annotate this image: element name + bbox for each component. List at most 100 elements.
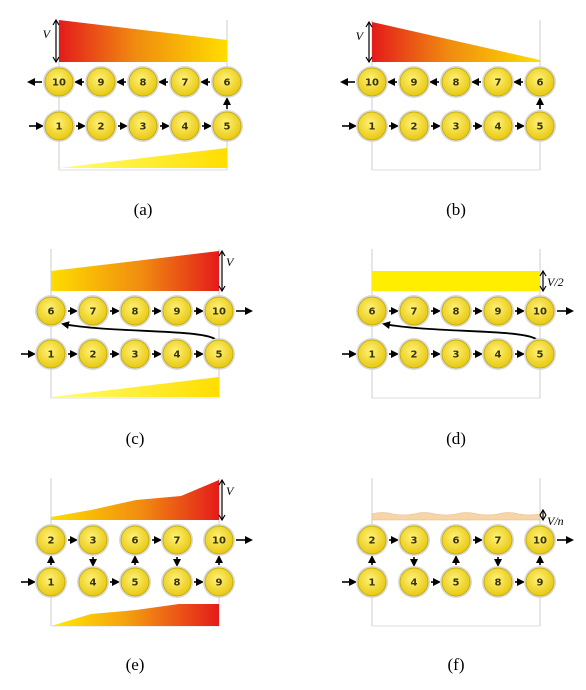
return-arrow [61, 321, 216, 340]
flow-arrows [21, 536, 253, 586]
node-disc [36, 567, 66, 597]
node-disc [357, 339, 387, 369]
v-marker-head-top [52, 18, 60, 26]
node-disc [357, 525, 387, 555]
node-6: 6 [211, 66, 243, 98]
node-disc [483, 67, 513, 97]
panel-label: (d) [446, 429, 466, 448]
v-marker [539, 269, 547, 293]
flow-arrows [27, 78, 231, 130]
node-disc [36, 525, 66, 555]
node-disc [86, 111, 116, 141]
node-disc [525, 567, 555, 597]
node-disc [162, 525, 192, 555]
node-label: 5 [537, 122, 544, 133]
node-10: 10 [43, 66, 75, 98]
node-disc [525, 339, 555, 369]
v-marker-head-bottom [218, 285, 226, 293]
top-voltage-profile [372, 22, 540, 62]
panel-label: (e) [126, 655, 145, 674]
node-disc [441, 67, 471, 97]
node-2: 2 [35, 524, 67, 556]
flow-arrows [342, 536, 574, 586]
node-label: 2 [369, 536, 376, 547]
node-disc [441, 296, 471, 326]
node-label: 9 [411, 78, 418, 89]
node-4: 4 [482, 338, 514, 370]
node-label: 6 [48, 307, 55, 318]
node-6: 6 [440, 524, 472, 556]
top-voltage-profile [51, 251, 219, 291]
node-label: 10 [533, 536, 547, 547]
node-label: 5 [132, 578, 139, 589]
v-marker-head-top [218, 478, 226, 486]
node-disc [357, 111, 387, 141]
panel-label: (c) [126, 429, 145, 448]
node-1: 1 [356, 338, 388, 370]
v-label: V [43, 27, 52, 41]
node-5: 5 [524, 338, 556, 370]
node-label: 1 [369, 122, 376, 133]
node-label: 6 [132, 536, 139, 547]
v-label: V/n [547, 514, 564, 528]
node-label: 5 [453, 578, 460, 589]
node-label: 7 [90, 307, 97, 318]
node-disc [36, 339, 66, 369]
node-label: 4 [182, 122, 189, 133]
node-8: 8 [440, 66, 472, 98]
node-label: 5 [224, 122, 231, 133]
node-label: 6 [453, 536, 460, 547]
flow-arrows [21, 307, 253, 358]
panel-label: (a) [134, 200, 153, 219]
node-disc [357, 296, 387, 326]
node-3: 3 [127, 110, 159, 142]
node-disc [204, 339, 234, 369]
node-1: 1 [35, 338, 67, 370]
v-label: V/2 [547, 275, 564, 289]
return-arrow [382, 321, 537, 340]
node-disc [399, 339, 429, 369]
node-9: 9 [524, 566, 556, 598]
node-label: 1 [369, 350, 376, 361]
node-9: 9 [161, 295, 193, 327]
node-label: 7 [174, 536, 181, 547]
node-disc [525, 111, 555, 141]
v-marker [539, 508, 547, 522]
v-marker-head-top [539, 508, 547, 516]
node-disc [357, 67, 387, 97]
node-label: 7 [495, 78, 502, 89]
node-label: 3 [453, 350, 460, 361]
node-disc [120, 567, 150, 597]
node-5: 5 [203, 338, 235, 370]
node-5: 5 [440, 566, 472, 598]
top-voltage-profile [372, 271, 540, 291]
node-label: 7 [182, 78, 189, 89]
node-disc [86, 67, 116, 97]
node-disc [162, 567, 192, 597]
node-disc [441, 525, 471, 555]
node-label: 1 [56, 122, 63, 133]
node-label: 3 [453, 122, 460, 133]
v-marker-head-bottom [218, 514, 226, 522]
node-10: 10 [203, 524, 235, 556]
node-2: 2 [356, 524, 388, 556]
node-label: 1 [48, 578, 55, 589]
node-5: 5 [211, 110, 243, 142]
v-marker-head-top [218, 249, 226, 257]
node-4: 4 [169, 110, 201, 142]
node-label: 9 [216, 578, 223, 589]
node-label: 7 [411, 307, 418, 318]
node-disc [78, 296, 108, 326]
node-disc [162, 296, 192, 326]
v-marker-head-top [365, 20, 373, 28]
node-label: 9 [537, 578, 544, 589]
v-marker-head-bottom [52, 56, 60, 64]
node-4: 4 [398, 566, 430, 598]
